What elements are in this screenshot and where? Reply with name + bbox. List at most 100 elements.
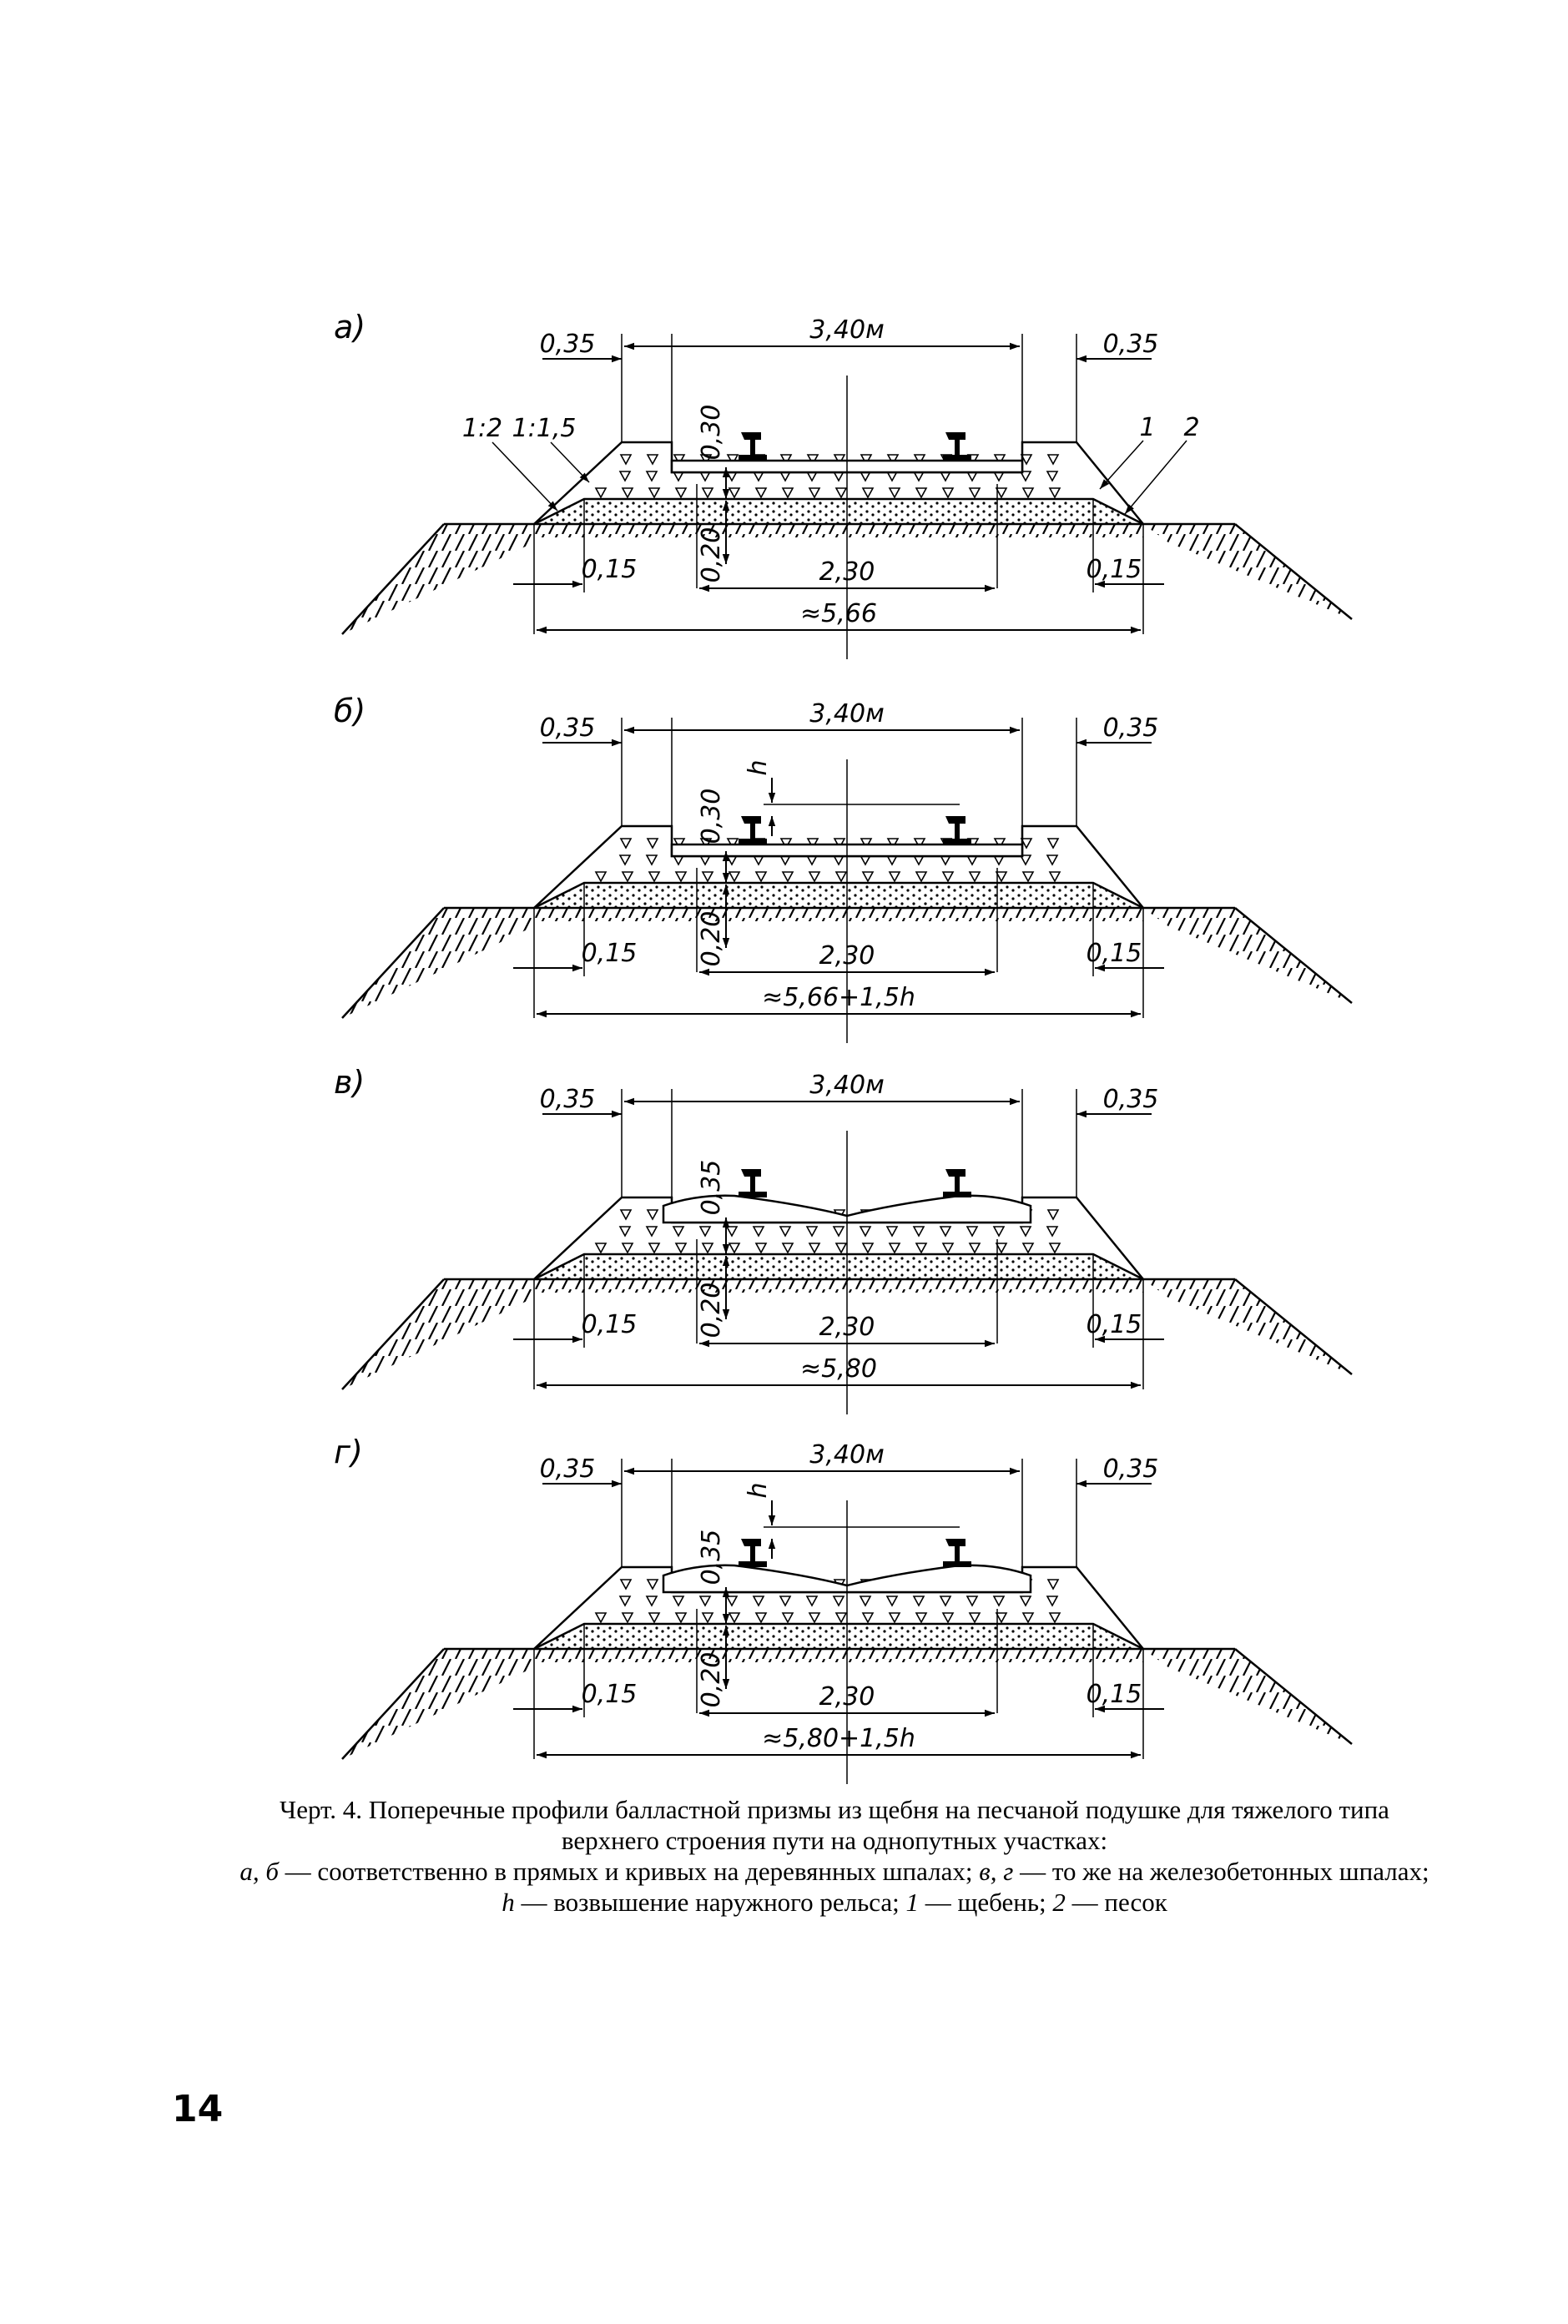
shoulder-left-label: 0,35	[540, 1454, 596, 1484]
ballast-triangle	[699, 454, 713, 466]
ballast-triangle	[1046, 1596, 1059, 1607]
embankment-left-hatch	[342, 908, 534, 1018]
core-width-label: 2,30	[819, 557, 875, 587]
ballast-triangle	[833, 454, 846, 466]
ballast-triangle	[726, 838, 739, 849]
shoulder-left-label: 0,35	[540, 330, 596, 359]
embankment-left-hatch	[342, 1649, 534, 1759]
ballast-triangle	[754, 487, 768, 499]
ballast-triangle	[701, 1243, 714, 1254]
ballast-depth-label: 0,30	[697, 789, 726, 844]
ballast-triangle	[888, 487, 901, 499]
ballast-triangle	[834, 871, 848, 883]
caption-legend: а, б — соответственно в прямых и кривых …	[239, 1857, 1429, 1917]
shoulder-right-label: 0,35	[1103, 1454, 1159, 1484]
ballast-triangle	[779, 454, 793, 466]
ballast-depth-label: 0,30	[697, 405, 726, 461]
sand-layer	[533, 1623, 1144, 1650]
sand-layer	[533, 1253, 1144, 1280]
embankment-left-slope	[341, 1648, 445, 1760]
embankment-right-hatch	[1143, 524, 1352, 619]
ballast-triangle	[618, 854, 632, 866]
ballast-triangle	[912, 1596, 925, 1607]
ballast-triangle	[752, 1596, 765, 1607]
ballast-triangle	[1019, 471, 1032, 482]
ballast-triangles	[594, 838, 1061, 883]
ballast-triangle	[701, 487, 714, 499]
sand-depth-label: 0,20	[697, 1652, 726, 1708]
ballast-triangle	[808, 871, 821, 883]
ballast-triangle	[968, 487, 981, 499]
shoulder-right-label: 0,35	[1103, 1085, 1159, 1114]
shoulder-left-label: 0,35	[540, 1085, 596, 1114]
ballast-triangle	[888, 871, 901, 883]
ballast-triangle	[621, 871, 634, 883]
ballast-triangle	[674, 487, 688, 499]
ballast-triangle	[913, 454, 926, 466]
panel-label: в)	[334, 1064, 365, 1101]
ballast-triangle	[861, 1612, 875, 1624]
shoulder-right-label: 0,35	[1103, 713, 1159, 743]
ballast-triangle	[1048, 871, 1061, 883]
subgrade-hatch	[534, 524, 1143, 537]
ballast-triangle	[915, 1243, 928, 1254]
ballast-triangle	[859, 1596, 872, 1607]
ballast-triangle	[861, 871, 875, 883]
rail-right	[943, 816, 971, 844]
ballast-triangle	[645, 1596, 658, 1607]
ballast-triangle	[1046, 1209, 1060, 1221]
ballast-triangle	[860, 454, 873, 466]
marker-crushed-stone: 1	[1139, 413, 1155, 442]
core-width-label: 2,30	[819, 1682, 875, 1711]
sand-depth-label: 0,20	[697, 527, 726, 583]
ballast-triangle	[754, 1612, 768, 1624]
top-width-label: 3,40м	[809, 699, 884, 728]
panel-label: а)	[334, 309, 366, 345]
ballast-triangle	[701, 1612, 714, 1624]
sand-shoulder-right-label: 0,15	[1087, 1310, 1142, 1339]
ballast-triangle	[781, 871, 794, 883]
ballast-triangle	[619, 1579, 633, 1591]
ballast-triangle	[1019, 854, 1032, 866]
ballast-triangle	[808, 487, 821, 499]
ballast-triangle	[1048, 1243, 1061, 1254]
ballast-triangle	[781, 487, 794, 499]
ballast-triangle	[594, 1612, 608, 1624]
ballast-triangle	[1020, 838, 1033, 849]
ballast-triangle	[915, 871, 928, 883]
ballast-triangle	[995, 1243, 1008, 1254]
ballast-triangle	[1048, 1612, 1061, 1624]
slope-leader-inner	[550, 441, 590, 483]
ballast-triangle	[912, 1226, 925, 1238]
sand-shoulder-right-label: 0,15	[1087, 939, 1142, 968]
ballast-triangle	[781, 1243, 794, 1254]
ballast-triangle	[995, 487, 1008, 499]
ballast-triangle	[645, 1226, 658, 1238]
ballast-triangle	[885, 1226, 899, 1238]
ballast-triangle	[1048, 487, 1061, 499]
ballast-triangle	[594, 487, 608, 499]
ballast-triangle	[754, 871, 768, 883]
ballast-triangle	[618, 1596, 632, 1607]
ballast-triangle	[834, 1243, 848, 1254]
ballast-triangle	[885, 1596, 899, 1607]
base-width-label: ≈5,66+1,5h	[762, 983, 915, 1012]
ballast-triangle	[834, 1612, 848, 1624]
ballast-triangle	[673, 454, 686, 466]
embankment-right-hatch	[1143, 1649, 1352, 1744]
panel-label: г)	[334, 1434, 363, 1470]
ballast-triangle	[648, 871, 661, 883]
ballast-triangle	[621, 487, 634, 499]
ballast-triangle	[1021, 487, 1035, 499]
ballast-triangle	[992, 1226, 1006, 1238]
embankment-left-slope	[341, 523, 445, 635]
ballast-triangle	[886, 454, 900, 466]
ballast-triangle	[993, 454, 1006, 466]
subgrade-hatch	[534, 1649, 1143, 1662]
ballast-triangle	[941, 487, 955, 499]
ballast-triangle	[619, 1209, 633, 1221]
top-width-label: 3,40м	[809, 1071, 884, 1100]
